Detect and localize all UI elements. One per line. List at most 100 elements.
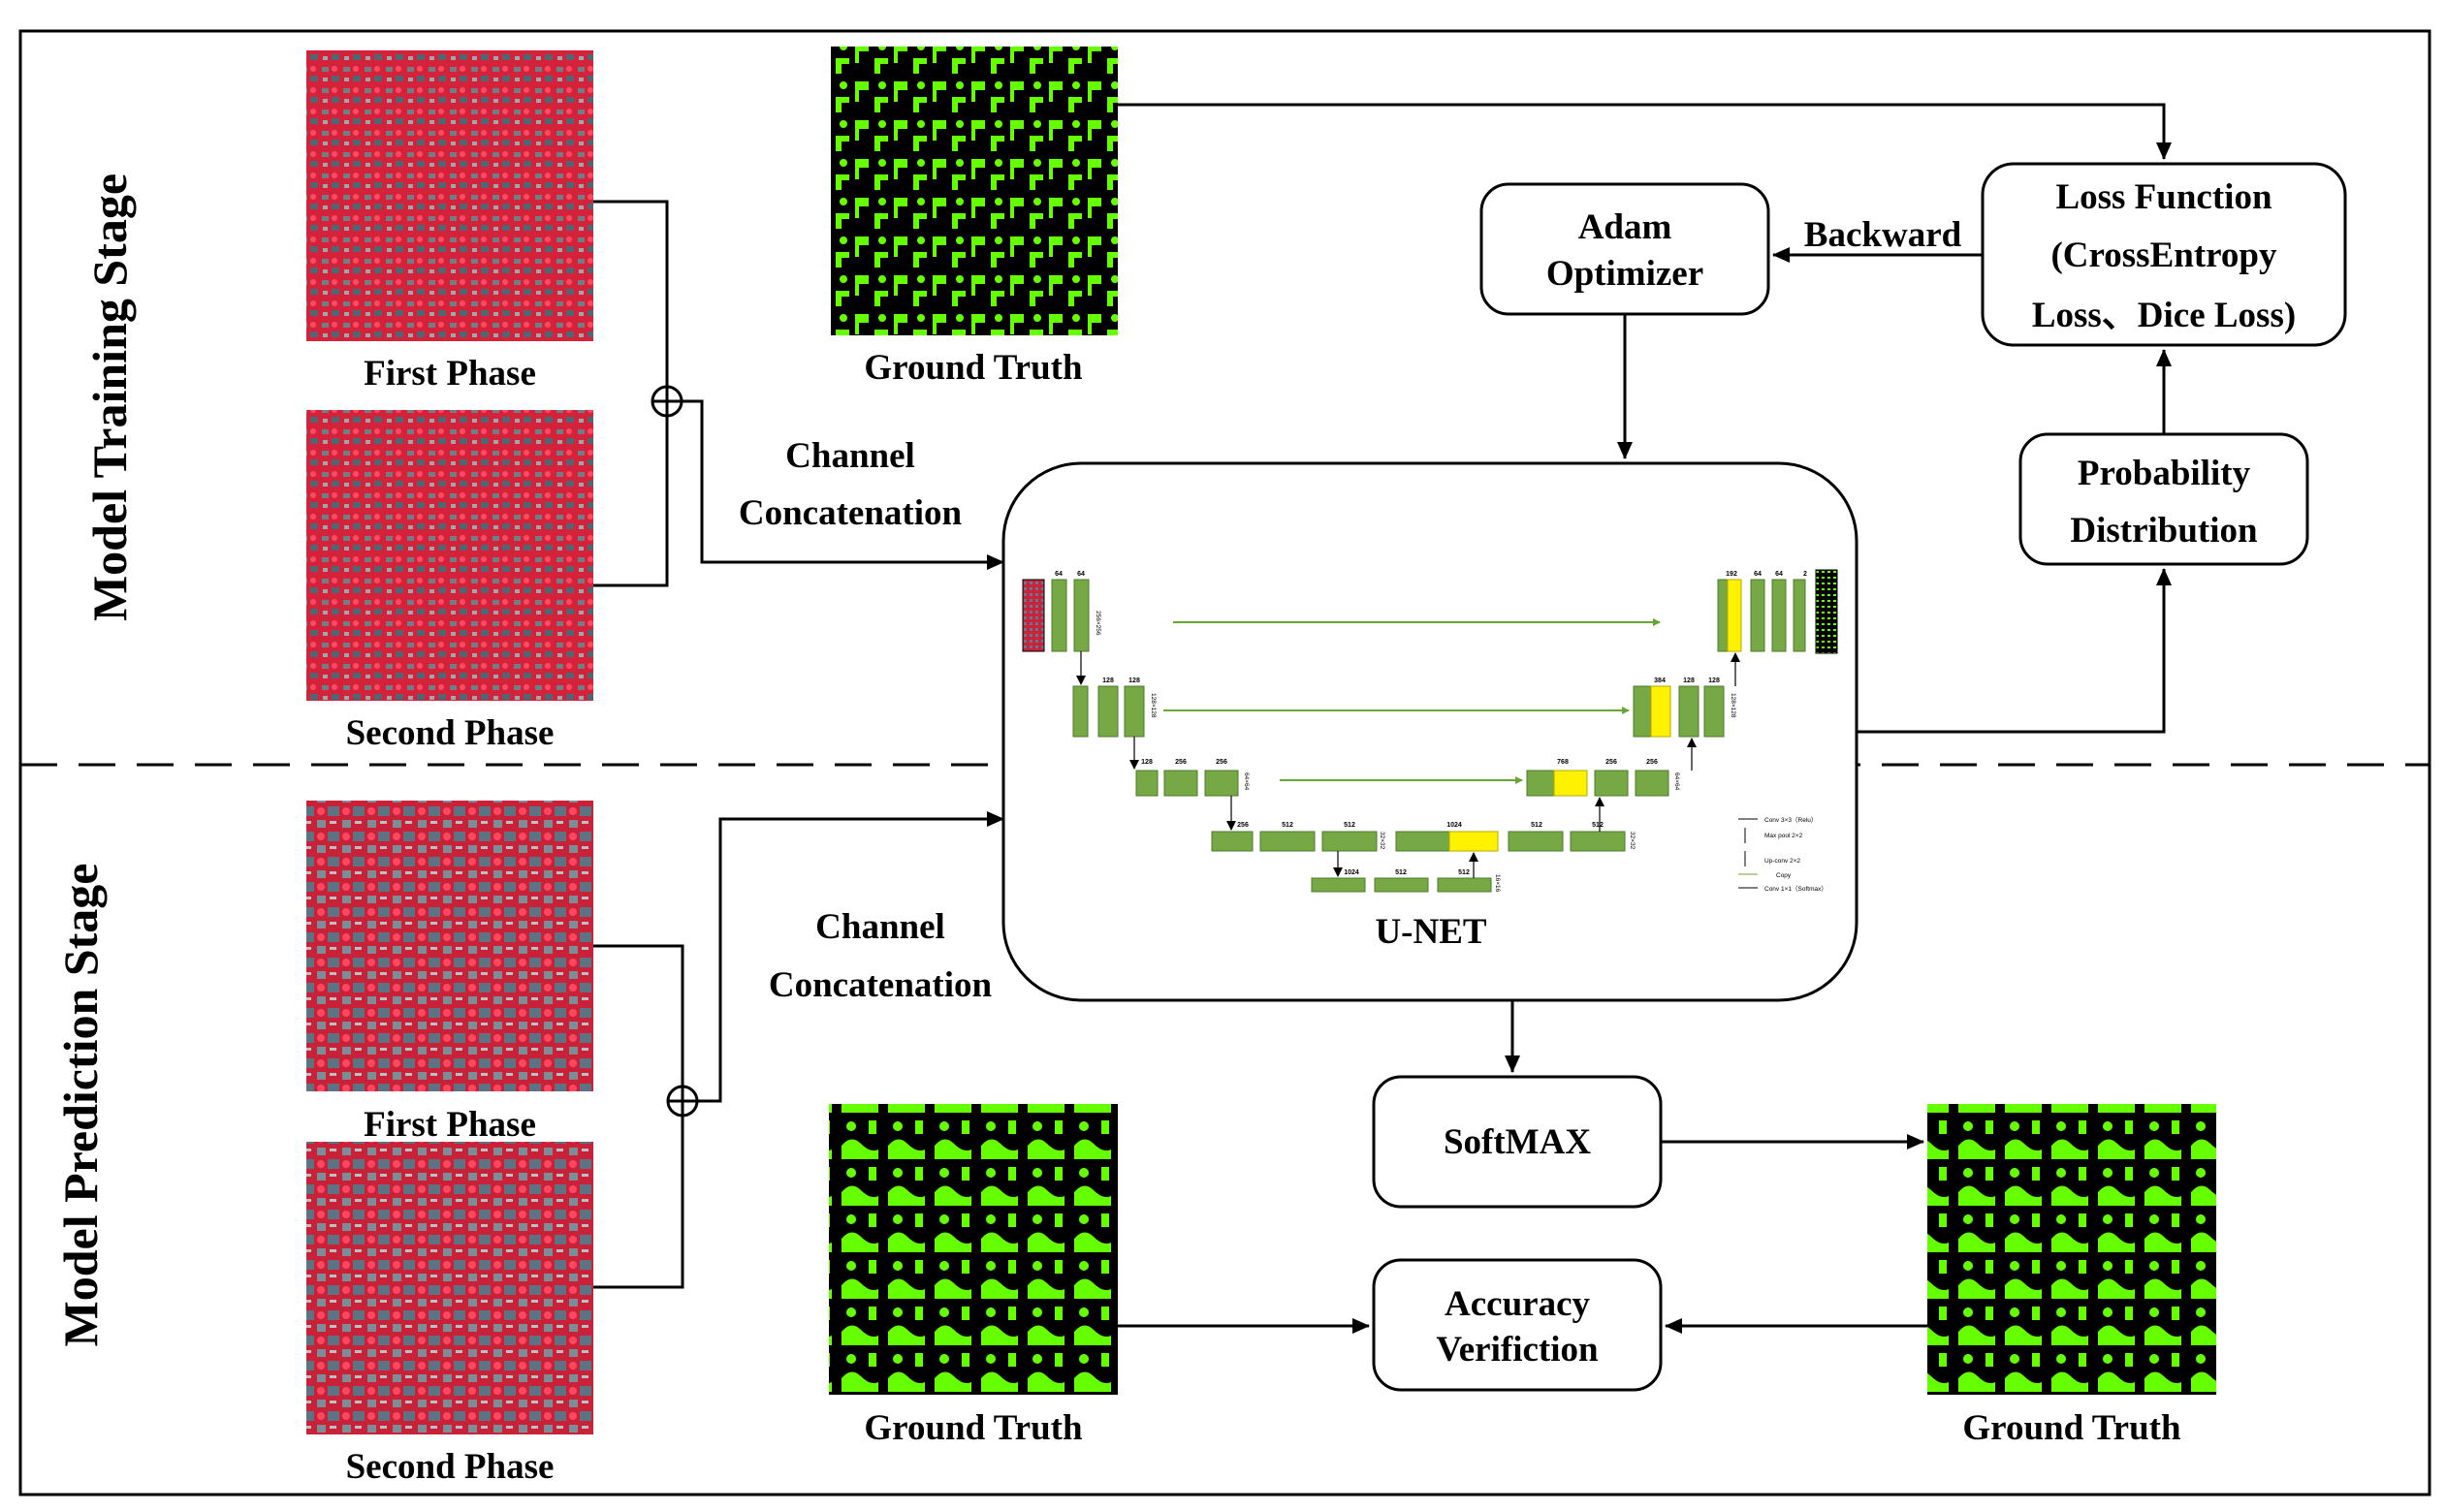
prediction-concat-label-1: Channel [815, 907, 945, 947]
training-ground-truth-image [831, 47, 1118, 335]
bottleneck-size: 16×16 [1494, 874, 1501, 893]
dec3-block-a [1526, 770, 1555, 797]
enc1-size: 256×256 [1095, 611, 1101, 636]
loss-function-label-2: (CrossEntropy [2050, 236, 2277, 275]
dec2-block-b [1678, 685, 1699, 738]
enc3-block-b [1163, 770, 1198, 797]
dec4-block-yellow-half [1448, 831, 1499, 852]
prediction-second-phase-image [306, 1142, 593, 1434]
prediction-concat-arrow [697, 811, 1004, 1103]
training-concat-operator [651, 385, 683, 418]
prediction-first-phase-image [306, 801, 593, 1091]
enc3-size: 64×64 [1243, 772, 1250, 791]
prediction-concat-operator [666, 1085, 699, 1118]
dec3-size: 64×64 [1673, 772, 1680, 791]
dec1-block-b [1750, 579, 1765, 652]
bottleneck-label-c: 512 [1458, 869, 1470, 876]
training-first-phase-label: First Phase [364, 354, 536, 394]
dec3-label-c: 256 [1646, 759, 1658, 766]
dec2-label-a: 384 [1654, 677, 1666, 684]
enc4-size: 32×32 [1379, 832, 1385, 850]
legend-maxpool: Max pool 2×2 [1764, 833, 1803, 839]
backward-label: Backward [1804, 215, 1962, 255]
dec1-block-d [1793, 579, 1806, 652]
bottleneck-block-b [1374, 877, 1429, 893]
dec1-block-c [1771, 579, 1787, 652]
adam-optimizer-label-1: Adam [1578, 207, 1672, 247]
bottleneck-block-a [1311, 877, 1366, 893]
softmax-label: SoftMAX [1444, 1122, 1591, 1162]
unet-input-image [1022, 579, 1045, 652]
prediction-stage-label: Model Prediction Stage [53, 864, 108, 1347]
training-stage-label: Model Training Stage [82, 173, 137, 621]
training-ground-truth-label: Ground Truth [864, 348, 1083, 388]
prediction-ground-truth-right-label: Ground Truth [1962, 1408, 2181, 1448]
enc2-block-c [1124, 685, 1145, 738]
prediction-bracket-connector [593, 944, 684, 1289]
unet-title: U-NET [1375, 912, 1486, 952]
prediction-ground-truth-left-image [829, 1104, 1118, 1395]
enc3-label-a: 128 [1141, 759, 1153, 766]
dec4-label-a: 512 [1531, 822, 1542, 829]
unet-architecture: 64 64 256×256 128 128 128×128 128 256 25… [1022, 569, 1838, 893]
dec2-block-c [1703, 685, 1725, 738]
dec2-block-a [1633, 685, 1652, 738]
dec3-block-yellow [1553, 770, 1588, 797]
training-first-phase-image [306, 50, 593, 341]
training-concat-arrow [682, 399, 1004, 570]
bottleneck-block-c [1437, 877, 1492, 893]
dec3-label-a: 768 [1557, 759, 1569, 766]
dec1-label-d: 2 [1803, 571, 1807, 578]
training-second-phase-image [306, 410, 593, 701]
accuracy-verification-box [1372, 1258, 1663, 1392]
dec4-block-a [1508, 831, 1564, 852]
dec4-block-b [1570, 831, 1626, 852]
enc2-label-b: 128 [1128, 677, 1140, 684]
adam-optimizer-box [1479, 182, 1770, 316]
training-second-phase-label: Second Phase [346, 713, 555, 753]
enc1-block-b [1073, 579, 1090, 652]
gt-to-loss-arrow [1118, 103, 2172, 160]
bottleneck-label-a: 1024 [1344, 869, 1359, 876]
dec1-label-a: 192 [1726, 571, 1737, 578]
dec3-label-b: 256 [1605, 759, 1617, 766]
adam-optimizer-label-2: Optimizer [1546, 254, 1703, 294]
unet-output-mask [1815, 569, 1838, 654]
dec1-label-b: 64 [1754, 571, 1762, 578]
dec1-label-c: 64 [1775, 571, 1783, 578]
unet-to-probability-arrow [1857, 568, 2172, 734]
enc4-label-b: 512 [1282, 822, 1293, 829]
probability-label-1: Probability [2078, 454, 2251, 493]
unet-legend: Conv 3×3（Relu） Max pool 2×2 Up-conv 2×2 … [1738, 816, 1827, 893]
outer-frame [18, 29, 2431, 1496]
dec4-label-1024: 1024 [1446, 822, 1462, 829]
prediction-second-phase-label: Second Phase [346, 1447, 555, 1487]
enc1-label-b: 64 [1077, 571, 1085, 578]
dec1-block-yellow [1727, 579, 1742, 652]
accuracy-label-1: Accuracy [1445, 1284, 1590, 1324]
dec4-size: 32×32 [1629, 832, 1636, 850]
training-concat-label-2: Concatenation [739, 493, 963, 533]
enc3-block-a [1135, 770, 1159, 797]
enc3-block-c [1204, 770, 1239, 797]
unet-box [1001, 461, 1858, 1002]
enc4-label-a: 256 [1237, 822, 1249, 829]
loss-function-label-1: Loss Function [2055, 177, 2272, 217]
enc2-size: 128×128 [1150, 693, 1157, 718]
prediction-first-phase-label: First Phase [364, 1105, 536, 1145]
dec2-block-yellow [1650, 685, 1671, 738]
enc4-block-b [1259, 831, 1316, 852]
enc4-label-c: 512 [1344, 822, 1355, 829]
prediction-ground-truth-right-image [1927, 1104, 2216, 1395]
dec2-size: 128×128 [1730, 693, 1736, 718]
loss-function-label-3: Loss、Dice Loss) [2032, 296, 2296, 335]
dec4-label-b: 512 [1592, 822, 1604, 829]
dec3-block-b [1594, 770, 1629, 797]
enc1-label-a: 64 [1055, 571, 1063, 578]
legend-copy: Copy [1776, 872, 1792, 879]
enc2-label-a: 128 [1102, 677, 1114, 684]
enc3-label-b: 256 [1175, 759, 1187, 766]
probability-label-2: Distribution [2070, 511, 2258, 551]
enc3-label-c: 256 [1216, 759, 1227, 766]
